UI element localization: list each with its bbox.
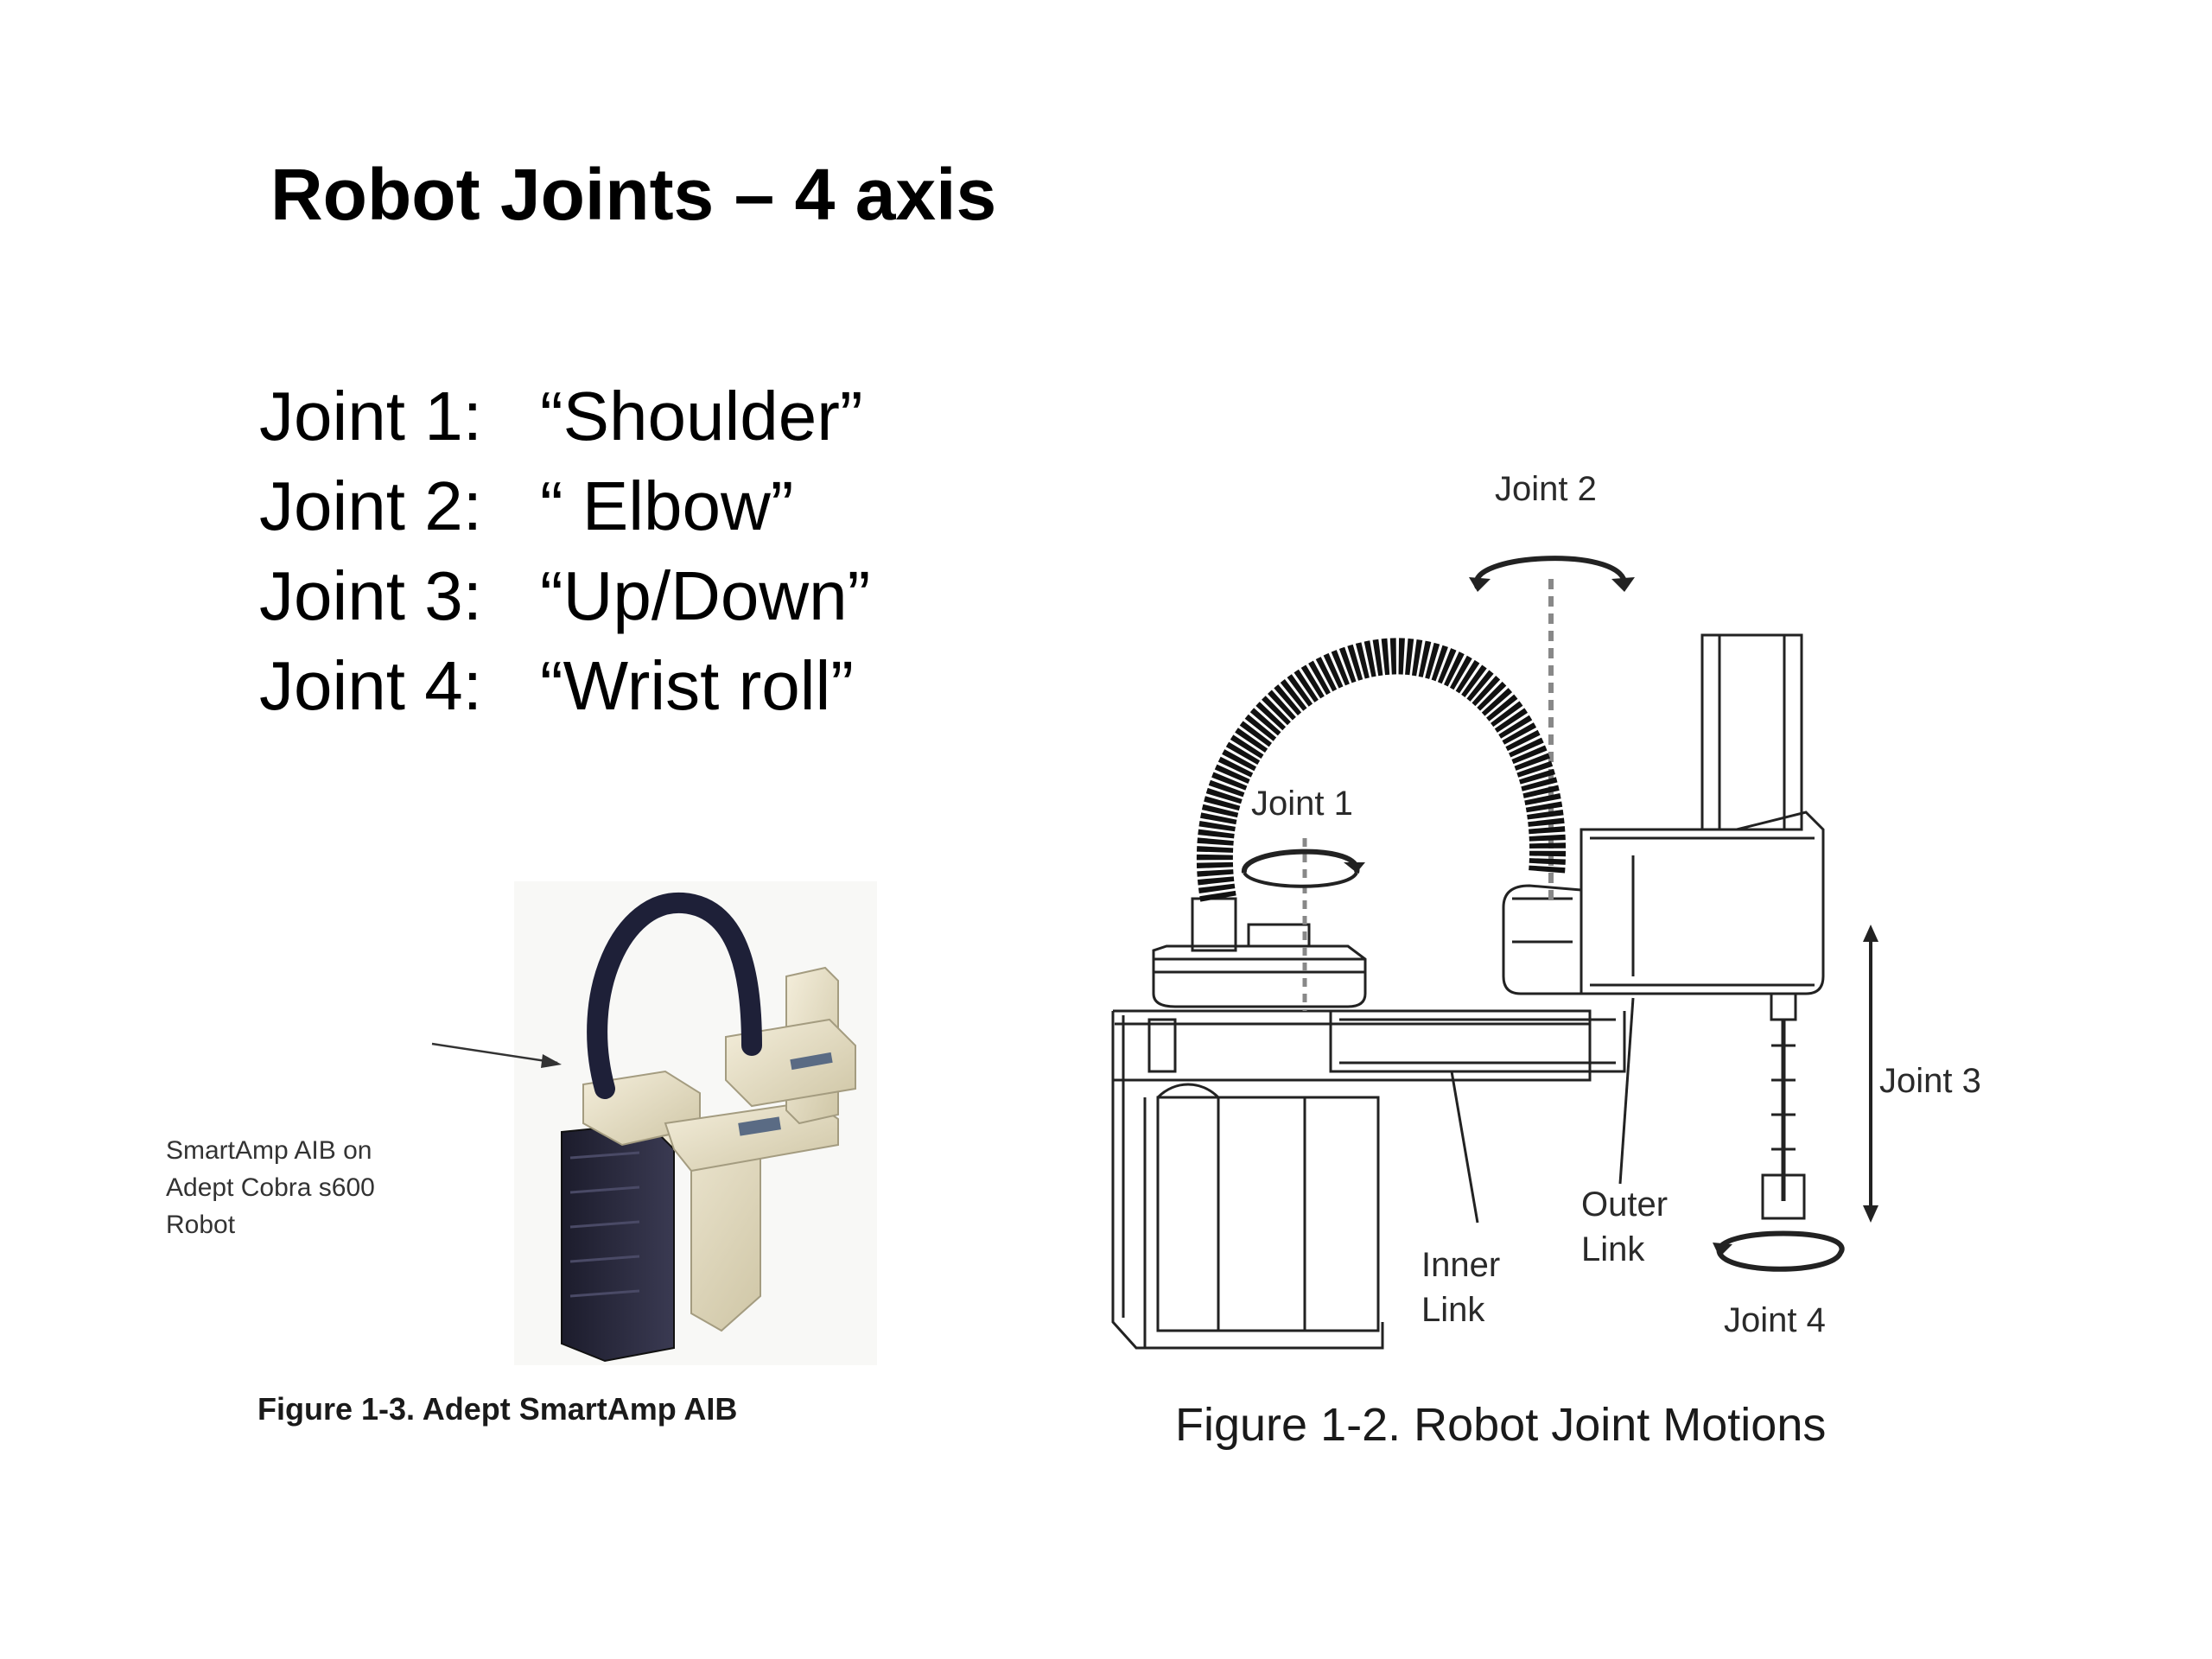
figure-joint-motions: Joint 2 Joint 1 Joint 3 Joint 4 Inner Li… [1097, 470, 2065, 1478]
joint-label: Joint 3: [259, 557, 482, 634]
joint-label: Joint 4: [259, 647, 482, 724]
joint-name: “Up/Down” [540, 557, 871, 634]
figure-caption: Figure 1-3. Adept SmartAmp AIB [257, 1391, 738, 1427]
label-inner-link-2: Link [1421, 1291, 1485, 1329]
label-joint-3: Joint 3 [1879, 1062, 1981, 1100]
joint-name: “Shoulder” [540, 378, 863, 454]
figure-smartamp: SmartAmp AIB on Adept Cobra s600 Robot F… [156, 864, 899, 1452]
callout-line: SmartAmp AIB on [166, 1136, 372, 1165]
label-joint-2: Joint 2 [1495, 470, 1597, 508]
label-outer-link-1: Outer [1581, 1185, 1669, 1224]
joint-item: Joint 4: “Wrist roll” [259, 641, 870, 731]
joint-item: Joint 3: “Up/Down” [259, 551, 870, 641]
joint-label: Joint 2: [259, 467, 482, 544]
slide-title: Robot Joints – 4 axis [270, 154, 997, 235]
robot-photo [431, 881, 877, 1365]
callout-line: Robot [166, 1211, 236, 1239]
smartamp-box [561, 1122, 675, 1363]
label-joint-1: Joint 1 [1251, 785, 1353, 823]
robot-line-drawing [1111, 556, 1878, 1350]
label-joint-4: Joint 4 [1724, 1301, 1826, 1339]
figure-caption: Figure 1-2. Robot Joint Motions [1175, 1399, 1827, 1451]
joint-name: “Wrist roll” [540, 647, 854, 724]
joint-name: “ Elbow” [540, 467, 794, 544]
joint-item: Joint 1: “Shoulder” [259, 372, 870, 461]
joint-list: Joint 1: “Shoulder” Joint 2: “ Elbow” Jo… [259, 372, 870, 731]
label-inner-link-1: Inner [1421, 1246, 1501, 1284]
joint-item: Joint 2: “ Elbow” [259, 461, 870, 551]
callout-line: Adept Cobra s600 [166, 1173, 375, 1202]
joint-label: Joint 1: [259, 378, 482, 454]
label-outer-link-2: Link [1581, 1230, 1645, 1268]
